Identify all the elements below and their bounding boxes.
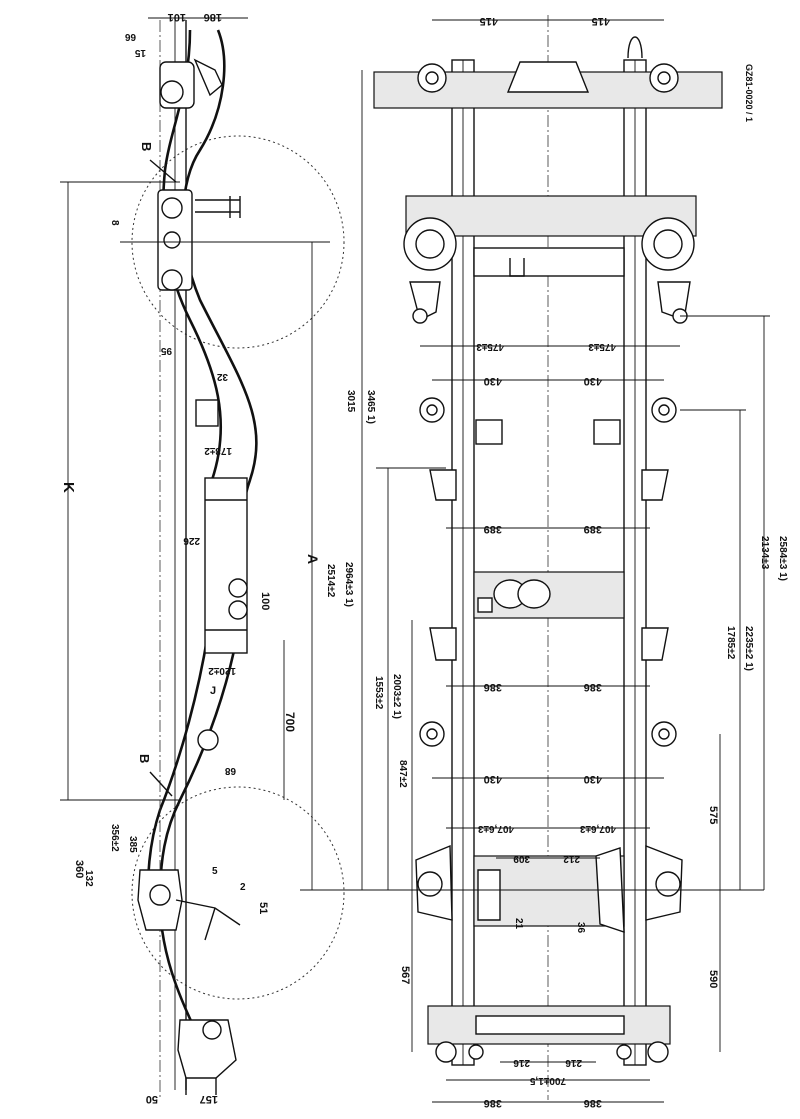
dim-386-b: 386 [584, 681, 602, 693]
dim-700: 700 [283, 712, 297, 732]
dim-386-a: 386 [484, 681, 502, 693]
dim-415-right: 415 [592, 15, 610, 27]
dim-407-a: 407,6±3 [477, 823, 514, 834]
drawing-code: GZ81-0020 / 1 [744, 64, 754, 122]
letter-J: J [210, 685, 216, 697]
dim-2584: 2584±3 1) [777, 536, 788, 581]
dim-385: 385 [127, 836, 138, 853]
dim-3465: 3465 1) [365, 390, 376, 424]
dim-2235: 2235±2 1) [743, 626, 754, 671]
dim-309: 309 [513, 853, 530, 864]
dim-415-left: 415 [480, 15, 498, 27]
dim-430-c: 430 [484, 773, 502, 785]
dim-389-a: 389 [484, 523, 502, 535]
dim-847: 847±2 [397, 760, 408, 788]
dim-386-d: 386 [584, 1097, 602, 1109]
dim-2964: 2964±3 1) [343, 562, 354, 607]
dim-51: 51 [257, 902, 269, 914]
dim-101: 101 [168, 11, 186, 23]
dim-120: 120±2 [208, 665, 236, 676]
dim-66: 66 [124, 31, 136, 42]
dim-95: 95 [160, 345, 172, 356]
letter-K: K [60, 482, 77, 493]
dim-1785: 1785±2 [725, 626, 736, 660]
dim-15: 15 [134, 47, 146, 58]
letter-A: A [305, 554, 321, 564]
dim-68: 68 [224, 765, 236, 776]
dim-2514: 2514±2 [325, 564, 336, 598]
dim-36: 36 [575, 922, 586, 934]
dim-212: 212 [563, 853, 580, 864]
rear-wheel-circle [131, 786, 345, 1000]
dim-389-b: 389 [584, 523, 602, 535]
dim-567: 567 [399, 966, 411, 984]
dim-2003: 2003±2 1) [391, 674, 402, 719]
dim-360: 360 [73, 860, 85, 878]
dim-2: 2 [240, 882, 246, 893]
dim-386-c: 386 [484, 1097, 502, 1109]
dim-2134: 2134±3 [759, 536, 770, 570]
dim-3015: 3015 [345, 390, 356, 413]
dim-226: 226 [183, 535, 200, 546]
dim-178: 178±2 [204, 445, 232, 456]
dim-700-width: 700±1,5 [529, 1075, 566, 1086]
dim-32: 32 [216, 371, 228, 382]
dim-21: 21 [513, 918, 524, 930]
dim-430-b: 430 [584, 375, 602, 387]
dim-216-left: 216 [513, 1057, 530, 1068]
dim-50: 50 [146, 1093, 158, 1105]
dim-132: 132 [83, 870, 94, 887]
dim-575: 575 [707, 806, 719, 824]
dim-407-b: 407,6±3 [579, 823, 616, 834]
dim-430-a: 430 [484, 375, 502, 387]
side-frame-beam-lower [146, 29, 223, 921]
dim-216-right: 216 [565, 1057, 582, 1068]
dim-475-left: 475±3 [476, 341, 504, 352]
front-wheel-circle [131, 135, 345, 349]
dim-356: 356±2 [109, 824, 120, 852]
dim-590: 590 [707, 970, 719, 988]
dim-475-right: 475±3 [588, 341, 616, 352]
dim-430-d: 430 [584, 773, 602, 785]
side-view: 186 101 66 15 8 95 32 178±2 226 100 120±… [60, 11, 400, 1105]
dim-100: 100 [259, 592, 271, 610]
top-view: 415 415 475±3 475±3 430 430 389 389 386 … [373, 15, 788, 1109]
letter-B-bottom: B [137, 754, 152, 763]
dim-1553: 1553±2 [373, 676, 384, 710]
letter-B-top: B [139, 142, 154, 151]
dim-8: 8 [109, 220, 120, 226]
dim-5: 5 [212, 866, 218, 877]
dim-186: 186 [204, 11, 222, 23]
dim-157: 157 [200, 1093, 218, 1105]
